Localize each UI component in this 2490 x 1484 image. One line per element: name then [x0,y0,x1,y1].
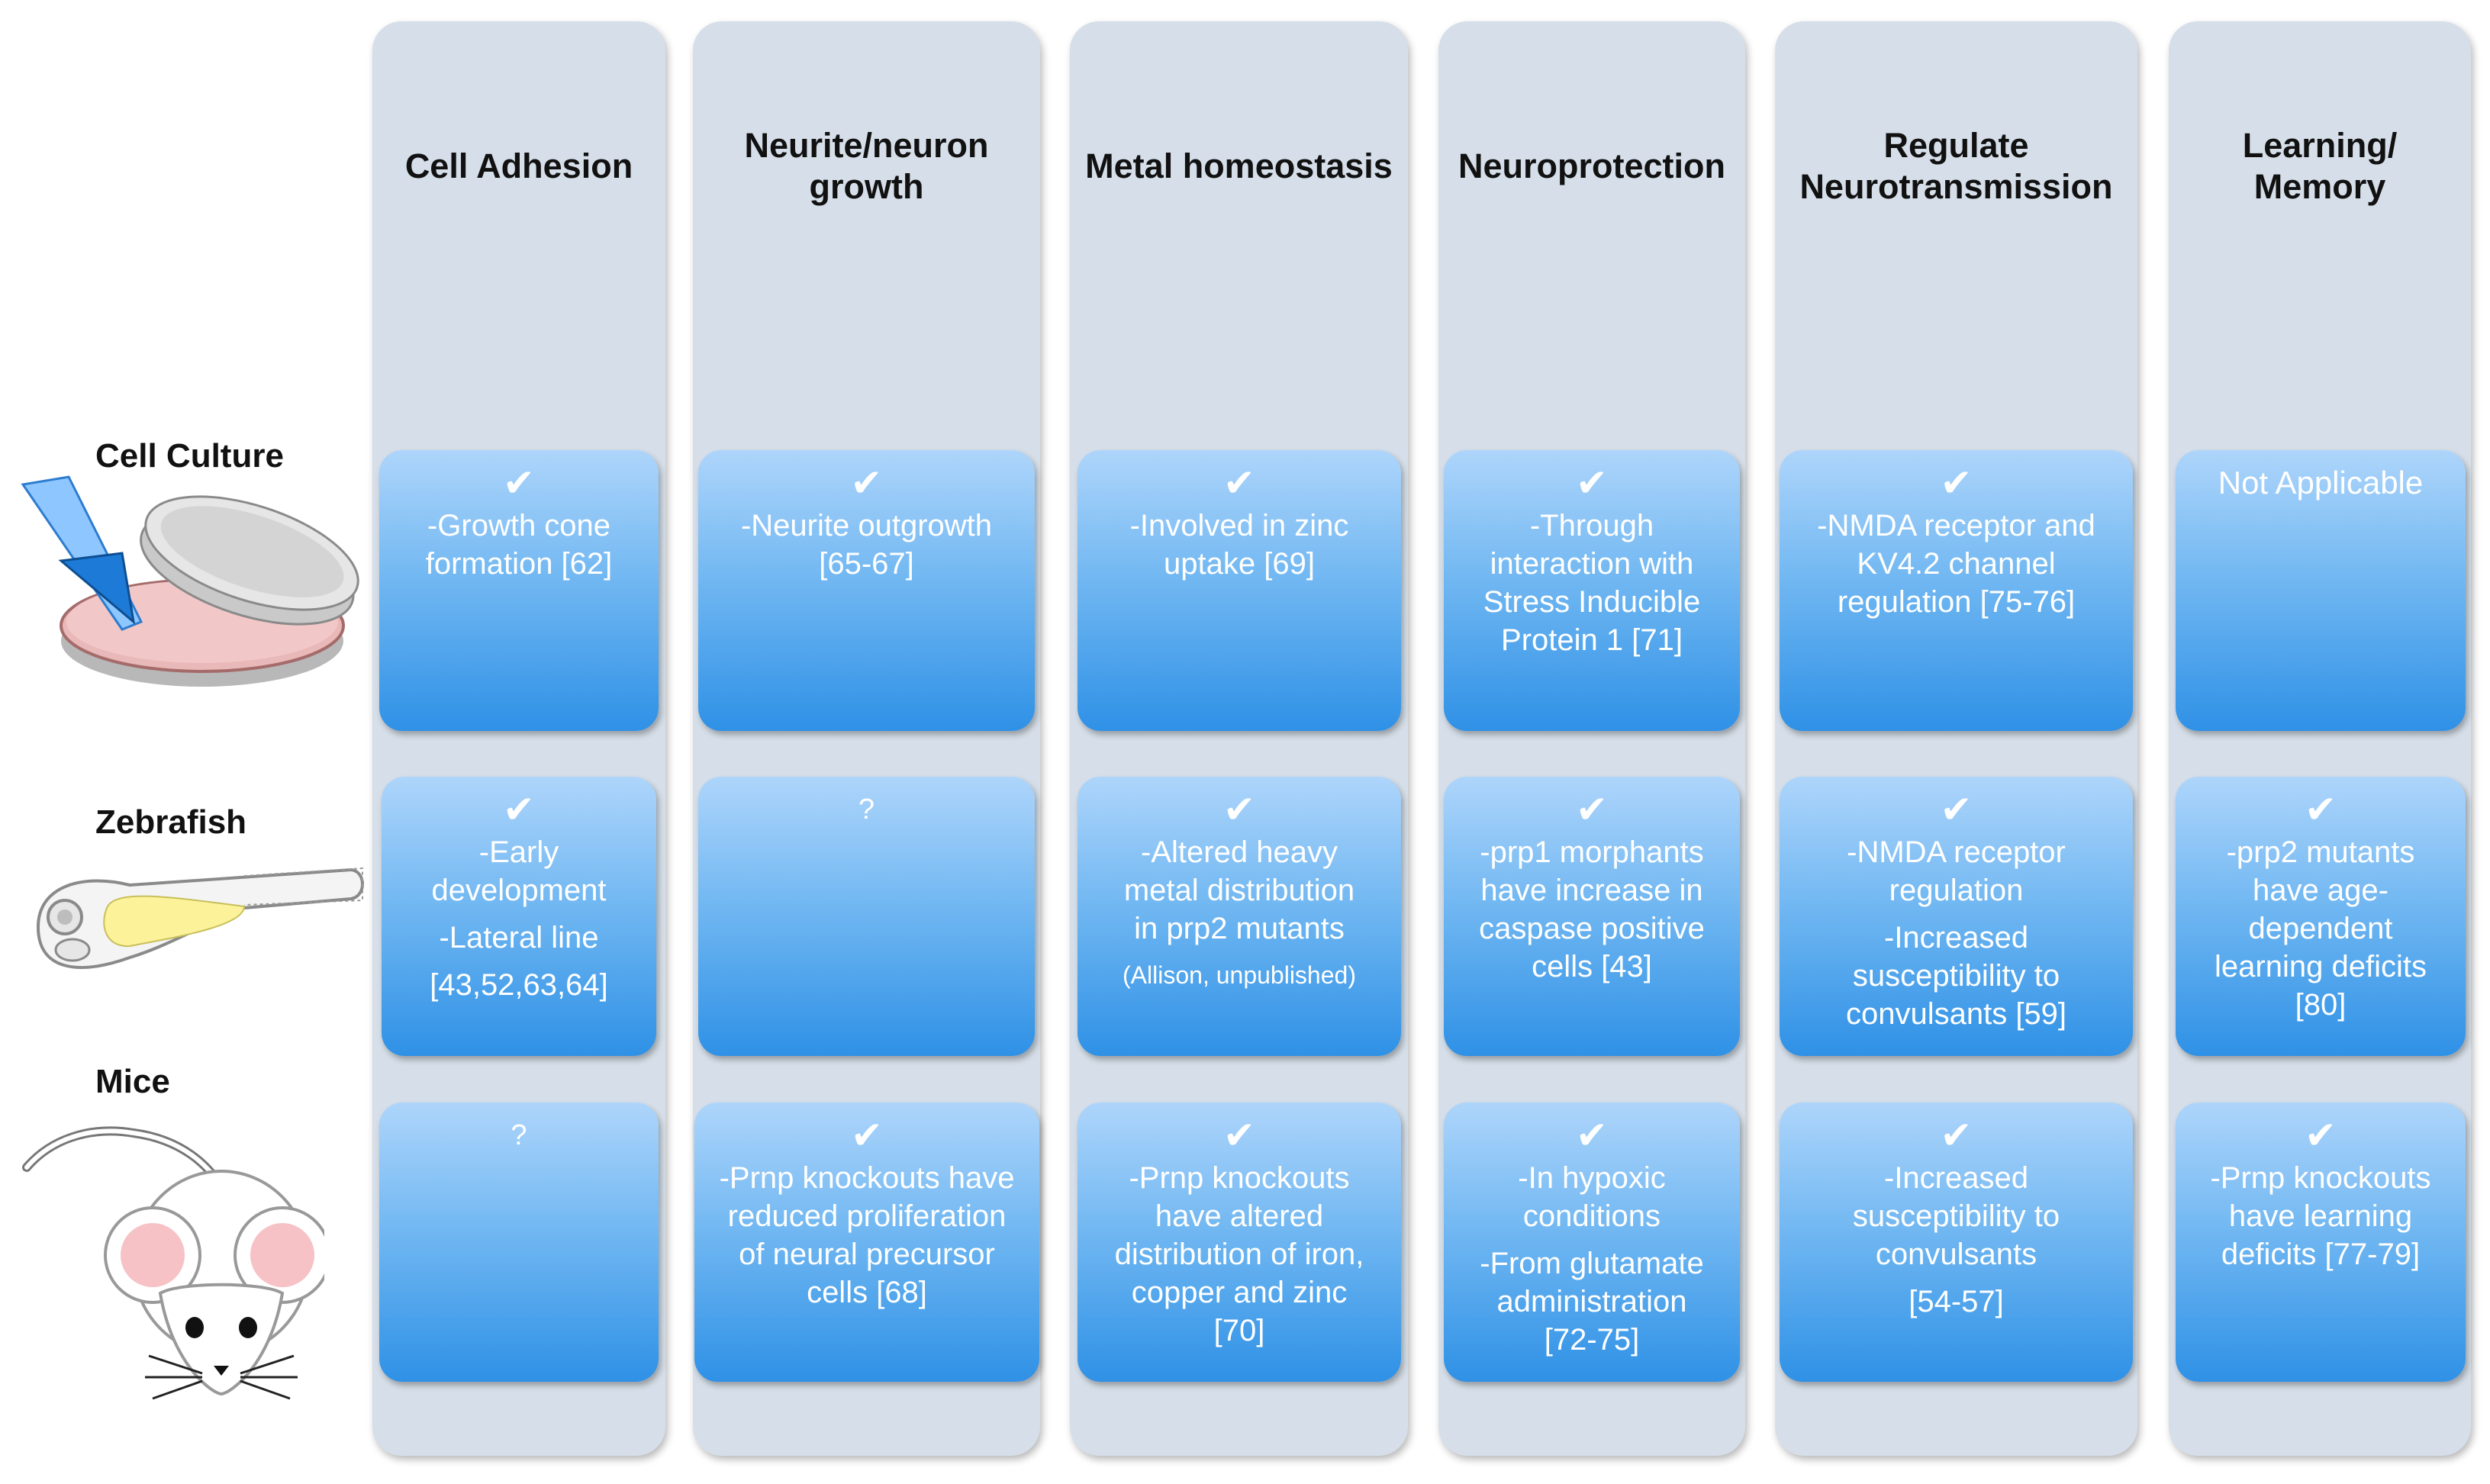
cell-zebrafish-learning-memory: ✔ -prp2 mutants have age- dependent lear… [2176,777,2466,1056]
cell-text: -Prnp knockouts have reduced proliferati… [719,1161,1015,1309]
cell-text: -Altered heavy metal distribution in prp… [1123,835,1355,945]
cell-text: [43,52,63,64] [430,968,608,1002]
petri-dish-illustration [21,475,359,687]
row-label-zebrafish: Zebrafish [95,803,247,841]
check-icon: ✔ [1940,1114,1973,1157]
cell-text: -From glutamate administration [72-75] [1480,1247,1704,1357]
cell-text: -prp2 mutants have age- dependent learni… [2215,835,2427,1022]
cell-zebrafish-neurite-growth: ? [698,777,1035,1056]
cell-text: -Early development [431,835,607,907]
zebrafish-illustration [36,867,364,969]
check-icon: ✔ [1223,788,1255,831]
cell-zebrafish-neuroprotection: ✔ -prp1 morphants have increase in caspa… [1444,777,1740,1056]
cell-text: -Neurite outgrowth [65-67] [740,509,993,581]
check-icon: ✔ [851,1114,883,1157]
cell-zebrafish-metal-homeostasis: ✔ -Altered heavy metal distribution in p… [1077,777,1401,1056]
check-icon: ✔ [1576,788,1608,831]
row-label-cell-culture: Cell Culture [95,437,284,475]
question-mark-icon: ? [511,1119,527,1151]
cell-cell-culture-neuroprotection: ✔ -Through interaction with Stress Induc… [1444,450,1740,731]
cell-mice-neuroprotection: ✔ -In hypoxic conditions -From glutamate… [1444,1103,1740,1382]
column-header: Learning/ Memory [2242,126,2398,206]
cell-text: -Prnp knockouts have learning deficits [… [2210,1161,2431,1271]
check-icon: ✔ [503,462,535,504]
check-icon: ✔ [1940,462,1973,504]
column-header: Regulate Neurotransmission [1799,126,2113,206]
cell-text: [54-57] [1909,1285,2004,1318]
cell-zebrafish-regulate-neurotransmission: ✔ -NMDA receptor regulation -Increased s… [1780,777,2133,1056]
question-mark-icon: ? [858,794,875,826]
column-header: Cell Adhesion [404,146,633,185]
cell-text: -Increased susceptibility to convulsants [1852,1161,2060,1271]
cell-text: -Through interaction with Stress Inducib… [1483,509,1701,657]
cell-text: -NMDA receptor and KV4.2 channel regulat… [1817,509,2095,619]
cell-text: -Involved in zinc uptake [69] [1129,509,1349,581]
cell-cell-culture-regulate-neurotransmission: ✔ -NMDA receptor and KV4.2 channel regul… [1780,450,2133,731]
check-icon: ✔ [503,788,535,831]
cell-text: -NMDA receptor regulation [1847,835,2066,907]
cell-note: (Allison, unpublished) [1123,961,1356,989]
not-applicable-label: Not Applicable [2218,465,2424,501]
column-header: Metal homeostasis [1085,146,1393,185]
column-header: Neuroprotection [1458,146,1725,185]
check-icon: ✔ [2305,788,2337,831]
check-icon: ✔ [1576,1114,1608,1157]
cell-cell-culture-cell-adhesion: ✔ -Growth cone formation [62] [379,450,659,731]
cell-mice-regulate-neurotransmission: ✔ -Increased susceptibility to convulsan… [1780,1103,2133,1382]
cell-mice-cell-adhesion: ? [379,1103,659,1382]
cell-cell-culture-metal-homeostasis: ✔ -Involved in zinc uptake [69] [1077,450,1401,731]
check-icon: ✔ [850,462,883,504]
column-header: Neurite/neuron growth [744,126,989,206]
cell-text: -Increased susceptibility to convulsants… [1845,921,2067,1031]
cell-mice-learning-memory: ✔ -Prnp knockouts have learning deficits… [2176,1103,2466,1382]
cell-text: -In hypoxic conditions [1518,1161,1666,1233]
cell-mice-metal-homeostasis: ✔ -Prnp knockouts have altered distribut… [1077,1103,1401,1382]
row-label-mice: Mice [95,1063,170,1100]
cell-text: -prp1 morphants have increase in caspase… [1479,835,1705,983]
cell-zebrafish-cell-adhesion: ✔ -Early development -Lateral line [43,5… [382,777,656,1056]
cell-text: -Lateral line [439,921,599,954]
check-icon: ✔ [1223,1114,1255,1157]
check-icon: ✔ [1576,462,1608,504]
cell-mice-neurite-growth: ✔ -Prnp knockouts have reduced prolifera… [694,1103,1039,1382]
check-icon: ✔ [1223,462,1255,504]
cell-cell-culture-learning-memory: Not Applicable [2176,450,2466,731]
cell-text: -Prnp knockouts have altered distributio… [1114,1161,1364,1347]
check-icon: ✔ [1940,788,1973,831]
check-icon: ✔ [2305,1114,2337,1157]
cell-text: -Growth cone formation [62] [425,509,613,581]
mouse-illustration [22,1126,324,1400]
cell-cell-culture-neurite-growth: ✔ -Neurite outgrowth [65-67] [698,450,1035,731]
